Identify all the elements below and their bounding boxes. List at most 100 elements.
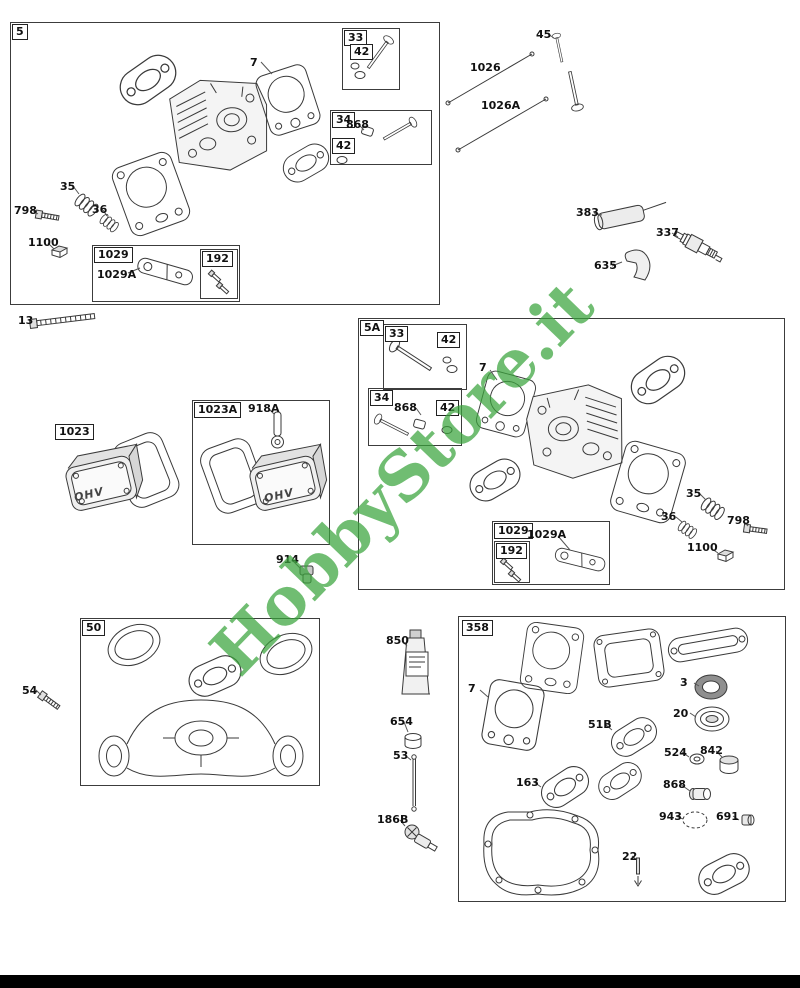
part-label-850: 850	[386, 634, 409, 647]
part-label-842: 842	[700, 744, 723, 757]
group-box-5	[10, 22, 440, 305]
part-label-943: 943	[659, 810, 682, 823]
group-label-50: 50	[82, 620, 106, 636]
group-box-192-head5a	[494, 541, 530, 583]
part-label-918a: 918A	[248, 402, 280, 415]
group-box-1023a	[192, 400, 330, 545]
sealant-tube-850-part	[401, 629, 430, 695]
group-label-1029-head5a: 1029	[494, 523, 533, 539]
spark-plug-337-part	[674, 231, 723, 263]
sump-gasket-part	[483, 809, 600, 896]
pin-22-part	[634, 857, 642, 887]
part-label-635: 635	[594, 259, 617, 272]
part-label-1100-head5a: 1100	[687, 541, 718, 554]
group-label-42-head5: 42	[350, 44, 374, 60]
gasket-kit-358-parts	[401, 620, 756, 901]
part-label-1026a: 1026A	[481, 99, 521, 112]
group-box-50	[80, 618, 320, 786]
valve-45-part	[551, 32, 567, 64]
part-label-20: 20	[673, 707, 689, 720]
part-label-868-head5: 868	[346, 118, 369, 131]
cap-842-part	[719, 755, 739, 774]
part-label-654: 654	[390, 715, 413, 728]
valve-part	[563, 70, 585, 113]
seal-20-part	[694, 706, 730, 732]
part-label-798-head5a: 798	[727, 514, 750, 527]
group-label-1023a: 1023A	[194, 402, 242, 418]
bolt-13-part	[28, 313, 96, 330]
group-box-1029-head5	[92, 245, 240, 302]
group-label-42b-head5: 42	[332, 138, 356, 154]
part-label-36-head5: 36	[92, 203, 108, 216]
part-label-868-head5a: 868	[394, 401, 417, 414]
part-label-35-head5a: 35	[686, 487, 702, 500]
part-label-51b: 51B	[588, 718, 612, 731]
part-label-1029a-head5a: 1029A	[527, 528, 567, 541]
part-label-163: 163	[516, 776, 539, 789]
group-box-358	[458, 616, 786, 902]
group-box-192-head5	[200, 249, 238, 299]
group-label-1023: 1023	[55, 424, 94, 440]
pushrod-1026a-part	[457, 98, 547, 151]
pushrod-1026-part	[447, 53, 533, 104]
part-label-7-head5a: 7	[479, 361, 487, 374]
breather-918a-part	[271, 411, 284, 449]
part-label-7-kit: 7	[468, 682, 476, 695]
cover-1023a-parts	[196, 411, 333, 518]
part-label-337: 337	[656, 226, 679, 239]
washer-524-part	[689, 753, 705, 765]
group-label-33-head5: 33	[344, 30, 368, 46]
part-label-3: 3	[680, 676, 688, 689]
part-label-7-head5: 7	[250, 56, 258, 69]
head5-parts	[34, 33, 419, 296]
group-box-34-head5	[330, 110, 432, 165]
part-label-868-kit: 868	[663, 778, 686, 791]
head5a-parts	[372, 337, 768, 584]
group-box-33-head5	[342, 28, 400, 90]
group-label-34-head5a: 34	[370, 390, 394, 406]
boot-635-part	[624, 249, 651, 281]
part-label-54: 54	[22, 684, 38, 697]
valve-186b-part	[404, 824, 438, 852]
group-label-1029-head5: 1029	[94, 247, 133, 263]
group-label-192-head5a: 192	[496, 543, 527, 559]
pushrods-and-plug-parts	[445, 32, 723, 281]
part-label-53: 53	[393, 749, 409, 762]
leader-lines	[31, 33, 749, 861]
part-label-691: 691	[716, 810, 739, 823]
group-label-358: 358	[462, 620, 493, 636]
part-label-1029a-head5: 1029A	[97, 268, 137, 281]
plug-691-part	[741, 814, 755, 826]
group-label-192-head5: 192	[202, 251, 233, 267]
group-label-5: 5	[12, 24, 28, 40]
part-label-22: 22	[622, 850, 638, 863]
part-label-798-head5: 798	[14, 204, 37, 217]
group-label-5a: 5A	[360, 320, 385, 336]
part-label-1026: 1026	[470, 61, 501, 74]
grommet-914-part	[299, 565, 314, 584]
bolt-54-part	[37, 690, 62, 712]
group-box-1029-head5a	[492, 521, 610, 585]
group-box-5a	[358, 318, 785, 590]
part-label-45: 45	[536, 28, 552, 41]
part-label-186b: 186B	[377, 813, 409, 826]
tappet-383-part	[593, 201, 667, 231]
part-label-914: 914	[276, 553, 299, 566]
group-box-33-head5a	[383, 324, 467, 390]
part-label-524: 524	[664, 746, 687, 759]
group-label-42b-head5a: 42	[436, 400, 460, 416]
group-label-33-head5a: 33	[385, 326, 409, 342]
oring-943-part	[682, 811, 708, 829]
rod-53-part	[411, 754, 417, 812]
plug-868-part	[689, 788, 711, 800]
nut-654-part	[404, 733, 422, 749]
part-label-383: 383	[576, 206, 599, 219]
bottom-bar	[0, 975, 800, 988]
kit-long-gasket-part	[667, 627, 749, 663]
seal-3-part	[694, 674, 728, 700]
part-label-35-head5: 35	[60, 180, 76, 193]
group-box-34-head5a	[368, 388, 462, 446]
part-label-13: 13	[18, 314, 34, 327]
